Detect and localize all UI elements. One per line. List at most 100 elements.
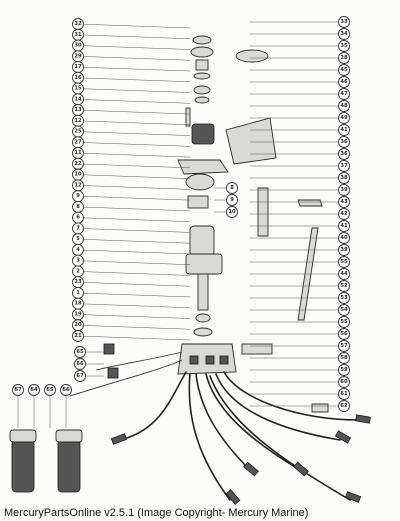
callout-left-1-leader bbox=[77, 292, 191, 298]
callout-left-11-leader bbox=[77, 152, 191, 158]
callout-right-45: 45 bbox=[338, 64, 350, 76]
callout-left-13: 13 bbox=[72, 104, 84, 117]
callout-left-16-leader bbox=[77, 77, 191, 83]
callout-left-32: 32 bbox=[72, 18, 84, 30]
svg-text:27: 27 bbox=[74, 139, 82, 145]
svg-text:55: 55 bbox=[340, 259, 348, 265]
callout-right-34: 34 bbox=[338, 28, 350, 40]
callout-right-37: 37 bbox=[338, 160, 350, 172]
callout-left-21: 21 bbox=[72, 330, 84, 342]
svg-text:54: 54 bbox=[340, 307, 348, 313]
callout-left-20: 20 bbox=[72, 319, 84, 332]
svg-text:13: 13 bbox=[74, 107, 82, 113]
svg-text:32: 32 bbox=[74, 21, 82, 27]
callout-right-62: 62 bbox=[338, 400, 350, 412]
svg-text:12: 12 bbox=[74, 118, 82, 124]
callout-right-54: 54 bbox=[338, 304, 350, 316]
callout-left-14-leader bbox=[77, 99, 191, 104]
callout-left-4: 4 bbox=[72, 243, 84, 256]
callout-right-55: 55 bbox=[338, 256, 350, 268]
callout-left-2: 2 bbox=[72, 265, 84, 278]
callout-coil-67: 67 bbox=[12, 384, 24, 396]
callout-right-52: 52 bbox=[338, 280, 350, 292]
callout-right-39: 39 bbox=[338, 244, 350, 256]
svg-text:18: 18 bbox=[74, 301, 82, 307]
callout-right-42: 42 bbox=[338, 208, 350, 220]
svg-text:61: 61 bbox=[340, 391, 348, 397]
callout-center-9: 9 bbox=[226, 194, 238, 206]
callout-lowerleft-66: 66 bbox=[74, 358, 86, 370]
callout-right-41: 41 bbox=[338, 124, 350, 136]
callout-bubbles: 3231302917161514131225271122101298675432… bbox=[12, 16, 350, 412]
callout-left-21-leader bbox=[77, 335, 191, 341]
callout-left-6-leader bbox=[77, 217, 191, 222]
svg-text:60: 60 bbox=[340, 379, 348, 385]
svg-text:8: 8 bbox=[76, 204, 80, 210]
callout-right-40: 40 bbox=[338, 232, 350, 244]
callout-right-49: 49 bbox=[338, 112, 350, 124]
callout-left-27: 27 bbox=[72, 136, 84, 149]
callout-left-12: 12 bbox=[72, 114, 84, 127]
callout-right-36: 36 bbox=[338, 136, 350, 148]
callout-left-17-leader bbox=[77, 66, 191, 72]
callout-right-56: 56 bbox=[338, 328, 350, 340]
svg-text:6: 6 bbox=[76, 215, 80, 221]
svg-text:57: 57 bbox=[340, 343, 348, 349]
svg-text:66: 66 bbox=[62, 387, 70, 393]
svg-text:4: 4 bbox=[76, 247, 80, 253]
callout-right-61: 61 bbox=[338, 388, 350, 400]
svg-text:21: 21 bbox=[74, 333, 82, 339]
callout-right-58: 58 bbox=[338, 352, 350, 364]
callout-left-27-leader bbox=[77, 142, 191, 147]
callout-right-35: 35 bbox=[338, 40, 350, 52]
parts-artwork bbox=[9, 35, 371, 505]
svg-text:56: 56 bbox=[340, 331, 348, 337]
callout-left-18: 18 bbox=[72, 297, 84, 310]
callout-right-38: 38 bbox=[338, 172, 350, 184]
svg-text:59: 59 bbox=[340, 367, 348, 373]
svg-text:67: 67 bbox=[14, 387, 22, 393]
callout-left-20-leader bbox=[77, 324, 191, 330]
svg-text:20: 20 bbox=[74, 322, 82, 328]
svg-text:45: 45 bbox=[340, 67, 348, 73]
svg-text:9: 9 bbox=[230, 197, 234, 203]
svg-text:62: 62 bbox=[340, 403, 348, 409]
svg-text:10: 10 bbox=[74, 172, 82, 178]
callout-center-10: 10 bbox=[226, 206, 238, 218]
callout-left-23: 23 bbox=[72, 276, 84, 289]
svg-text:11: 11 bbox=[74, 150, 82, 156]
svg-text:49: 49 bbox=[340, 115, 348, 121]
svg-text:1: 1 bbox=[76, 290, 80, 296]
callout-left-30-leader bbox=[77, 45, 191, 50]
callout-left-12: 12 bbox=[72, 179, 84, 192]
svg-text:8: 8 bbox=[230, 185, 234, 191]
svg-text:9: 9 bbox=[76, 193, 80, 199]
callout-right-41: 41 bbox=[338, 220, 350, 232]
callout-left-17: 17 bbox=[72, 61, 84, 73]
callout-coil-64: 64 bbox=[28, 384, 40, 396]
callout-left-7-leader bbox=[77, 228, 191, 233]
svg-text:15: 15 bbox=[74, 86, 82, 92]
svg-text:44: 44 bbox=[340, 271, 348, 277]
leader-lines bbox=[17, 21, 344, 428]
svg-text:2: 2 bbox=[76, 268, 80, 274]
callout-left-14: 14 bbox=[72, 93, 84, 106]
svg-text:5: 5 bbox=[76, 236, 80, 242]
svg-text:29: 29 bbox=[74, 53, 82, 59]
copyright-footer: MercuryPartsOnline v2.5.1 (Image Copyrig… bbox=[4, 507, 309, 519]
callout-right-57: 57 bbox=[338, 340, 350, 352]
callout-left-32-leader bbox=[77, 23, 191, 29]
svg-text:17: 17 bbox=[74, 64, 82, 70]
callout-left-22: 22 bbox=[72, 157, 84, 170]
callout-left-4-leader bbox=[77, 249, 191, 255]
callout-lowerleft-67: 67 bbox=[74, 370, 86, 382]
svg-text:42: 42 bbox=[340, 211, 348, 217]
callout-left-15: 15 bbox=[72, 82, 84, 95]
callout-right-39: 39 bbox=[338, 184, 350, 196]
callout-left-12-leader bbox=[77, 120, 191, 126]
callout-left-3-leader bbox=[77, 260, 191, 265]
callout-right-59: 59 bbox=[338, 364, 350, 376]
svg-text:23: 23 bbox=[74, 279, 82, 285]
callout-left-25: 25 bbox=[72, 125, 84, 138]
svg-text:35: 35 bbox=[340, 43, 348, 49]
